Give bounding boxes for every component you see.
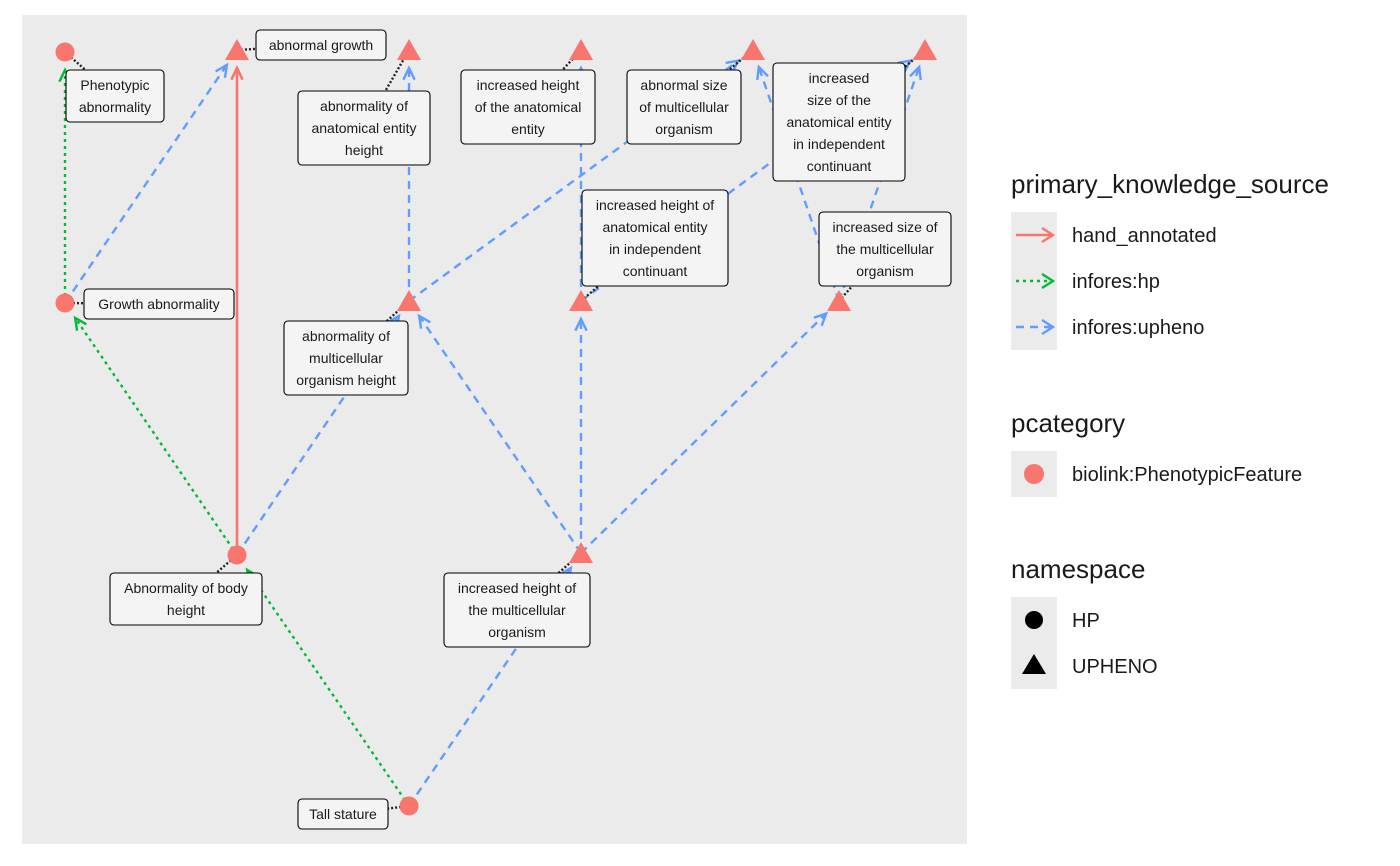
label-growth-abnormality: Growth abnormality — [83, 288, 235, 320]
node-increased-height-of-the-anatomical-entity-upheno-triangle[interactable] — [569, 39, 593, 60]
label-box — [297, 798, 389, 830]
label-text: Tall stature — [309, 806, 377, 822]
edge-abnormality-of-body-height-to-growth-abnormality — [73, 315, 238, 556]
legend-item-infores-upheno: infores:upheno — [1072, 317, 1204, 339]
label-text: abnormal growth — [269, 37, 373, 53]
edge-abnormality-of-multicellular-organism-height-to-abnormality-of-anatomical-entity-height — [402, 65, 416, 301]
edge-increased-height-of-the-multicellular-organism-to-abnormality-of-multicellular-organism-height — [417, 313, 582, 554]
legend-item-upheno: UPHENO — [1072, 656, 1158, 678]
edge-increased-height-of-the-multicellular-organism-to-increased-height-of-anatomical-entity-ic — [574, 316, 588, 553]
leader-abnormal-growth — [236, 47, 257, 52]
edge-arrowhead — [756, 64, 769, 81]
legend: primary_knowledge_source hand_annotated … — [1011, 169, 1329, 689]
node-abnormality-of-multicellular-organism-height-upheno-triangle[interactable] — [397, 290, 421, 311]
legend-item-phenotypic-feature: biolink:PhenotypicFeature — [1072, 464, 1302, 486]
edge-abnormality-of-body-height-to-abnormal-growth — [230, 65, 244, 555]
legend-item-infores-hp: infores:hp — [1072, 271, 1160, 293]
edge-arrowhead — [813, 311, 829, 327]
label-box — [83, 288, 235, 320]
legend-key-phenotypic-feature-dot — [1024, 464, 1044, 484]
edge-arrowhead — [230, 65, 244, 81]
node-increased-height-of-anatomical-entity-ic-upheno-triangle[interactable] — [569, 290, 593, 311]
node-abnormal-growth-upheno-triangle[interactable] — [225, 39, 249, 60]
leader-increased-size-of-the-multicellular-organism — [838, 285, 854, 302]
label-box — [283, 320, 409, 396]
edge-increased-size-of-the-multicellular-organism-to-abnormal-size-of-multicellular-organism — [756, 64, 841, 302]
legend-title-edge-source: primary_knowledge_source — [1011, 169, 1329, 199]
label-box — [772, 62, 906, 182]
edge-arrowhead — [215, 62, 229, 78]
label-box — [460, 69, 596, 145]
node-phenotypic-abnormality-hp-circle[interactable] — [55, 42, 75, 62]
label-abnormal-growth: abnormal growth — [255, 29, 387, 61]
legend-key-hand-annotated-arrow — [1016, 226, 1056, 244]
label-box — [65, 69, 165, 123]
node-abnormality-of-anatomical-entity-height-upheno-triangle[interactable] — [397, 39, 421, 60]
legend-key-infores-upheno-arrow — [1016, 318, 1056, 336]
legend-key-infores-hp-arrow — [1016, 272, 1056, 290]
node-growth-abnormality-hp-circle[interactable] — [55, 293, 75, 313]
edge-arrowhead — [402, 65, 416, 81]
leader-tall-stature — [387, 804, 410, 810]
legend-key-bg-namespace — [1011, 597, 1057, 689]
legend-title-namespace: namespace — [1011, 554, 1145, 584]
legend-title-pcategory: pcategory — [1011, 408, 1125, 438]
label-text: Growth abnormality — [98, 296, 219, 312]
edge-growth-abnormality-to-abnormal-growth — [64, 62, 229, 304]
label-box — [255, 29, 387, 61]
legend-key-upheno-triangle — [1022, 654, 1046, 674]
node-increased-height-of-the-multicellular-organism-upheno-triangle[interactable] — [569, 542, 593, 563]
label-box — [818, 211, 952, 287]
edge-arrowhead — [574, 316, 588, 332]
legend-item-hp: HP — [1072, 610, 1100, 632]
edge-arrowhead — [73, 315, 88, 331]
label-box — [109, 572, 263, 626]
node-increased-size-of-the-multicellular-organism-upheno-triangle[interactable] — [827, 290, 851, 311]
node-abnormal-size-of-multicellular-organism-upheno-triangle[interactable] — [741, 39, 765, 60]
label-box — [581, 189, 729, 287]
label-box — [297, 90, 431, 166]
node-abnormality-of-body-height-hp-circle[interactable] — [227, 545, 247, 565]
nodes-layer — [55, 39, 937, 816]
edge-increased-height-of-the-multicellular-organism-to-increased-size-of-the-multicellular-organism — [580, 311, 829, 554]
node-increased-size-of-anatomical-entity-ic-upheno-triangle[interactable] — [913, 39, 937, 60]
legend-item-hand-annotated: hand_annotated — [1072, 225, 1217, 247]
edge-increased-size-of-the-multicellular-organism-to-increased-size-of-anatomical-entity-ic — [837, 64, 922, 302]
legend-edge-keys — [1016, 226, 1056, 336]
label-box — [626, 69, 742, 145]
edge-arrowhead — [417, 313, 432, 329]
legend-key-hp-circle — [1025, 611, 1043, 629]
label-box — [443, 572, 591, 648]
node-tall-stature-hp-circle[interactable] — [399, 796, 419, 816]
edge-arrowhead — [909, 64, 922, 81]
label-tall-stature: Tall stature — [297, 798, 389, 830]
